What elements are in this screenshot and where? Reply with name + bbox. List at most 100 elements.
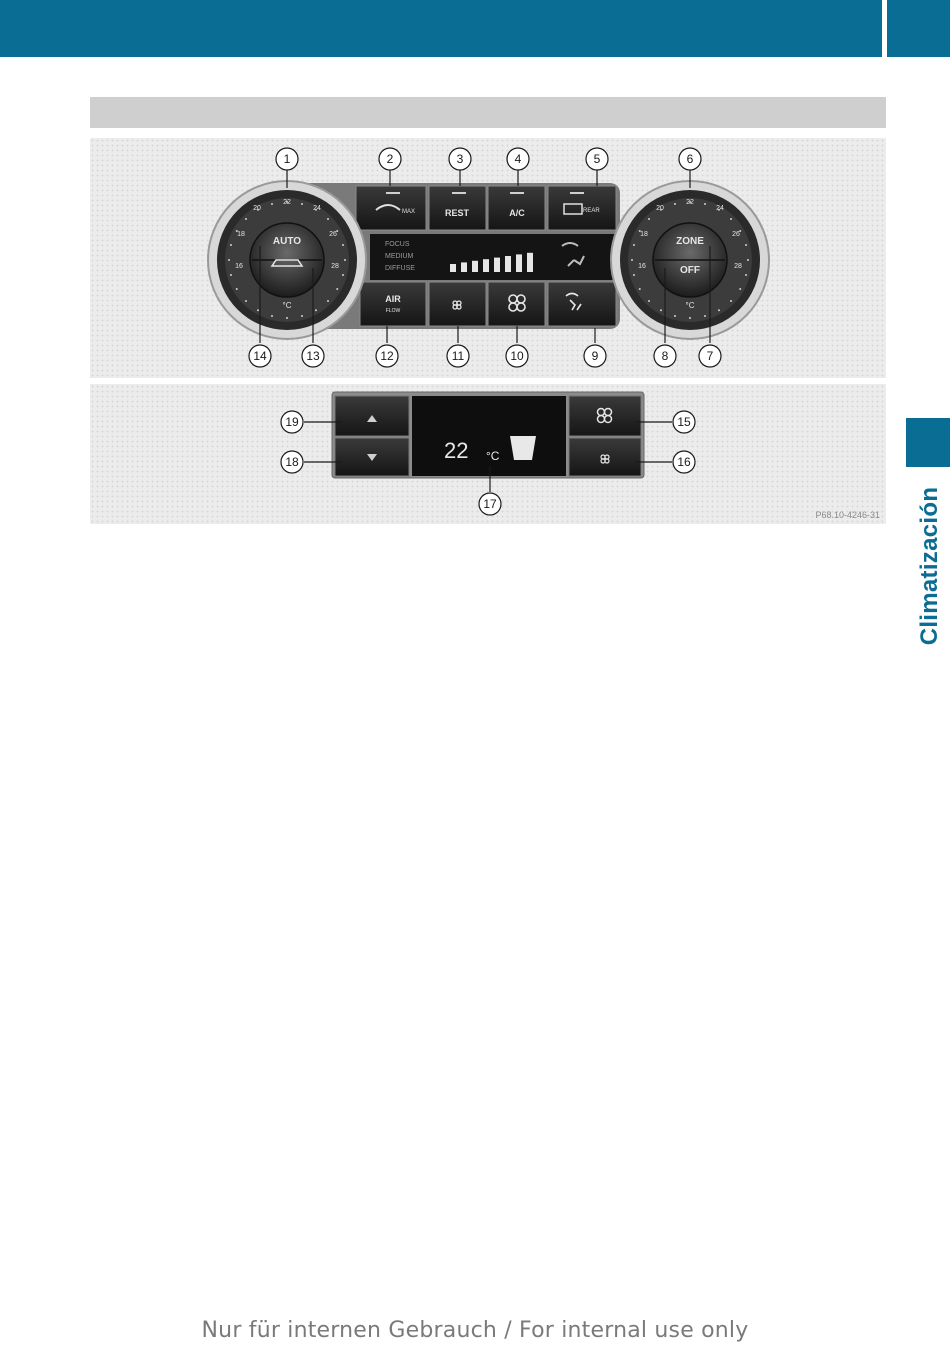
- button-16[interactable]: [569, 438, 641, 476]
- callout-number: 2: [387, 152, 394, 166]
- dial-scale-label: 26: [732, 231, 740, 238]
- button-9[interactable]: [548, 282, 616, 326]
- dial-tick: [730, 300, 732, 302]
- dial-tick: [230, 274, 232, 276]
- callout-number: 17: [483, 497, 497, 511]
- dial-tick: [271, 315, 273, 317]
- svg-text:AIR: AIR: [385, 294, 401, 304]
- button-12[interactable]: AIR FLOW: [360, 282, 426, 326]
- button-10[interactable]: [488, 282, 545, 326]
- svg-text:FLOW: FLOW: [386, 308, 401, 314]
- callout-number: 12: [380, 349, 394, 363]
- dial-scale-label: 26: [329, 231, 337, 238]
- callout-number: 1: [284, 152, 291, 166]
- air-direction-icon: [510, 436, 536, 460]
- dial-tick: [648, 218, 650, 220]
- callout-number: 3: [457, 152, 464, 166]
- dial-tick: [344, 259, 346, 261]
- dial-tick: [745, 274, 747, 276]
- dial-tick: [631, 259, 633, 261]
- dial-tick: [739, 230, 741, 232]
- section-heading-bar: [90, 97, 886, 128]
- chapter-tab: [906, 418, 950, 467]
- climate-control-panel-figure: MAX REST A/C REAR FOCUS MEDIUM DIFFUSE A…: [90, 138, 886, 378]
- rear-climate-panel-figure: 22 °C 1516171819 P68.10-4246-31: [90, 384, 886, 524]
- dial-scale-label: 24: [716, 205, 724, 212]
- dial-scale-label: 28: [331, 263, 339, 270]
- auto-button[interactable]: AUTO: [273, 236, 301, 247]
- dial-tick: [245, 300, 247, 302]
- dial-tick: [342, 244, 344, 246]
- button-19[interactable]: [335, 396, 409, 436]
- dial-tick: [230, 244, 232, 246]
- dial-scale-label: 24: [313, 205, 321, 212]
- footer-note: Nur für internen Gebrauch / For internal…: [0, 1318, 950, 1343]
- dial-tick: [674, 315, 676, 317]
- callout-number: 18: [285, 455, 299, 469]
- left-temperature-dial[interactable]: 16182022242628 AUTO °C: [208, 181, 366, 339]
- svg-text:REAR: REAR: [583, 208, 600, 214]
- zone-button[interactable]: ZONE: [676, 236, 704, 247]
- climate-control-panel-drawing: MAX REST A/C REAR FOCUS MEDIUM DIFFUSE A…: [90, 138, 886, 378]
- dial-tick: [718, 209, 720, 211]
- svg-text:MEDIUM: MEDIUM: [385, 253, 414, 260]
- dial-scale-label: 28: [734, 263, 742, 270]
- svg-text:A/C: A/C: [509, 208, 525, 218]
- dial-tick: [327, 218, 329, 220]
- dial-tick: [633, 274, 635, 276]
- dial-tick: [286, 201, 288, 203]
- dial-scale-label: 20: [656, 205, 664, 212]
- figure-code: P68.10-4246-31: [815, 510, 880, 520]
- dial-tick: [674, 203, 676, 205]
- dial-scale-label: 18: [640, 231, 648, 238]
- dial-tick: [648, 300, 650, 302]
- button-15[interactable]: [569, 396, 641, 436]
- callout-number: 14: [253, 349, 267, 363]
- dial-tick: [245, 218, 247, 220]
- dial-scale-label: 16: [638, 263, 646, 270]
- fan-level-bar: [483, 259, 489, 272]
- dial-tick: [704, 315, 706, 317]
- dial-tick: [747, 259, 749, 261]
- dial-tick: [745, 244, 747, 246]
- callout-number: 5: [594, 152, 601, 166]
- off-button[interactable]: OFF: [680, 265, 700, 276]
- callout-number: 4: [515, 152, 522, 166]
- dial-tick: [718, 309, 720, 311]
- dial-tick: [236, 288, 238, 290]
- dial-tick: [327, 300, 329, 302]
- dial-scale-label: 16: [235, 263, 243, 270]
- button-5[interactable]: REAR: [548, 186, 616, 230]
- callout-number: 9: [592, 349, 599, 363]
- dial-tick: [301, 315, 303, 317]
- svg-text:REST: REST: [445, 208, 470, 218]
- fan-level-bar: [516, 254, 522, 272]
- dial-scale-label: 18: [237, 231, 245, 238]
- callout-number: 6: [687, 152, 694, 166]
- svg-text:MAX: MAX: [402, 209, 415, 215]
- header-bar: [0, 0, 882, 57]
- button-18[interactable]: [335, 438, 409, 476]
- dial-tick: [689, 317, 691, 319]
- button-4[interactable]: A/C: [488, 186, 545, 230]
- dial-tick: [286, 317, 288, 319]
- temperature-value: 22: [444, 438, 468, 463]
- right-temperature-dial[interactable]: 16182022242628 ZONE OFF °C: [611, 181, 769, 339]
- dial-tick: [228, 259, 230, 261]
- button-3[interactable]: REST: [429, 186, 486, 230]
- dial-tick: [639, 230, 641, 232]
- dial-tick: [342, 274, 344, 276]
- fan-level-bar: [505, 256, 511, 272]
- dial-tick: [660, 309, 662, 311]
- callout-number: 8: [662, 349, 669, 363]
- fan-level-bar: [494, 258, 500, 272]
- svg-text:DIFFUSE: DIFFUSE: [385, 265, 415, 272]
- dial-scale-label: 20: [253, 205, 261, 212]
- button-2[interactable]: MAX: [356, 186, 426, 230]
- dial-tick: [660, 209, 662, 211]
- fan-level-bar: [527, 253, 533, 272]
- chapter-label: Climatización: [916, 487, 944, 646]
- dial-tick: [689, 201, 691, 203]
- button-11[interactable]: [429, 282, 486, 326]
- fan-level-bar: [461, 262, 467, 272]
